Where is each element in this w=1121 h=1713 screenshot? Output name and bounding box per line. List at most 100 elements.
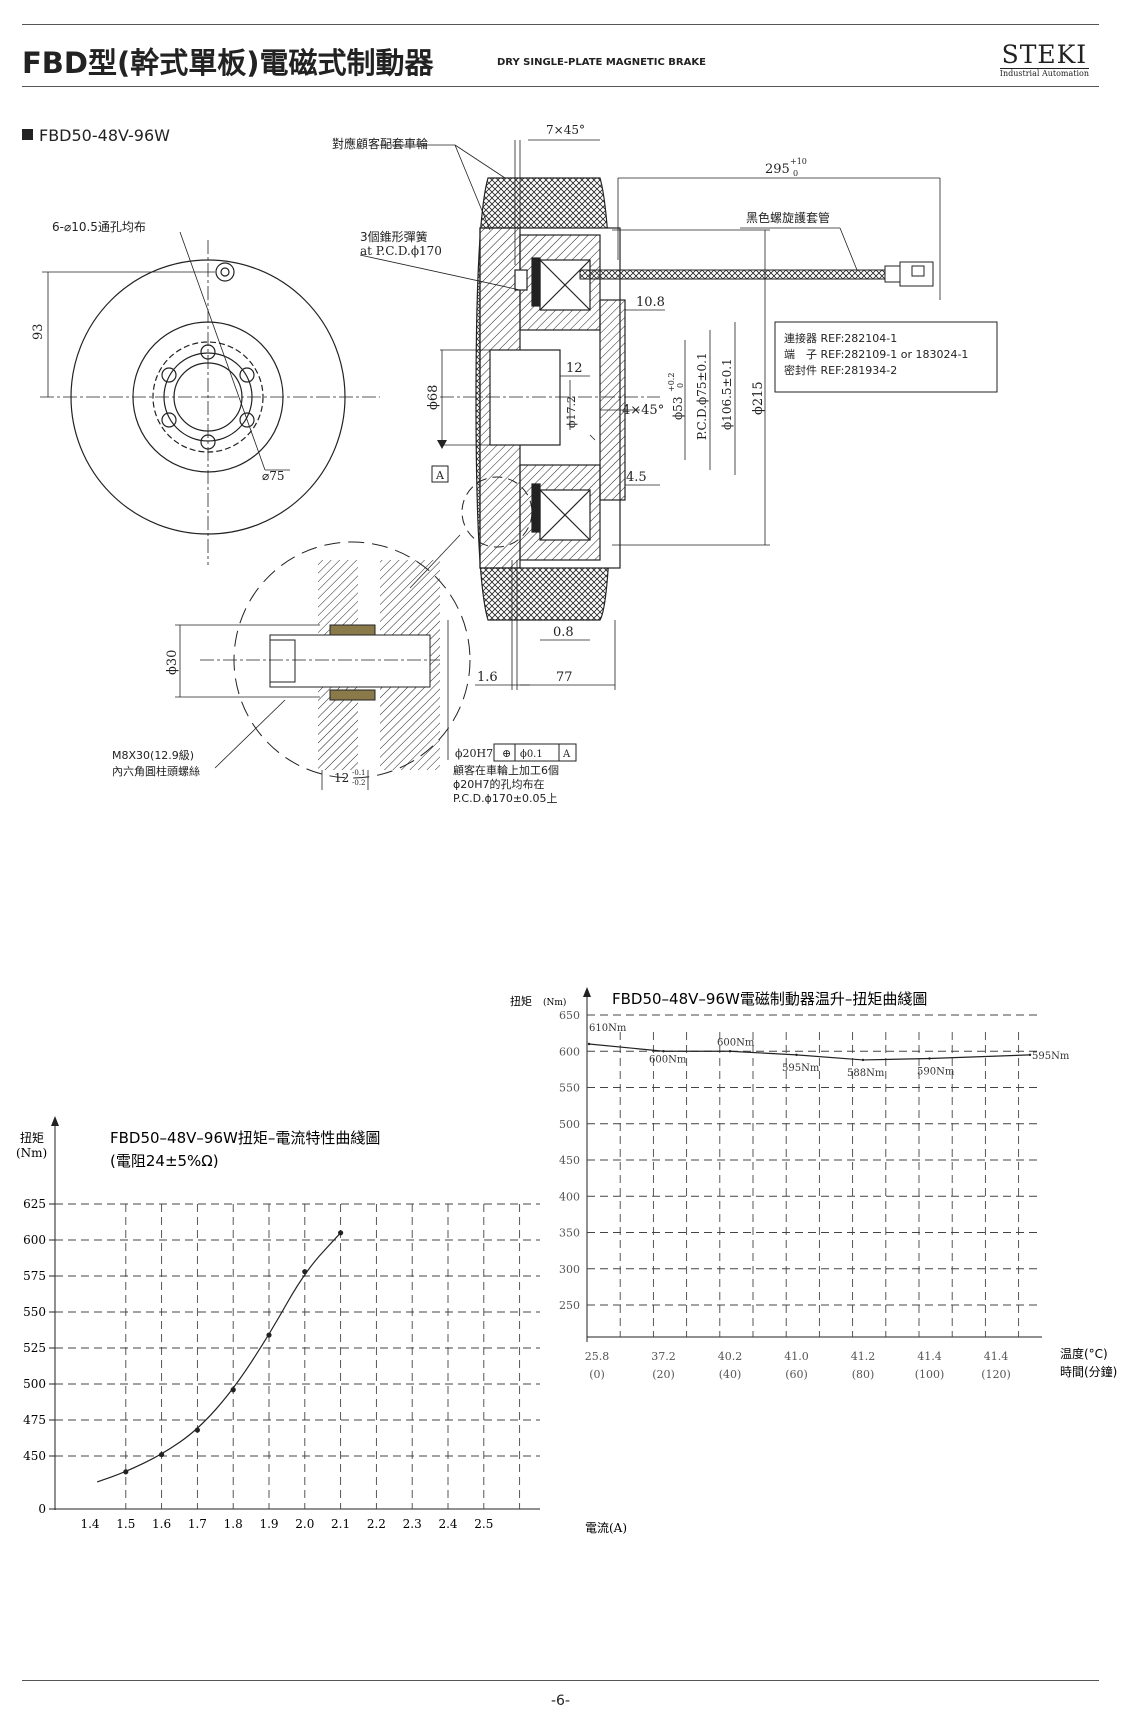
chart1-x-tick-label: 1.5 bbox=[116, 1517, 135, 1531]
chart2-y-tick-label: 300 bbox=[559, 1263, 580, 1276]
chart1-y-tick-label: 500 bbox=[23, 1377, 46, 1391]
tol-datum: A bbox=[562, 749, 571, 760]
tol-value: ϕ0.1 bbox=[520, 749, 543, 760]
chart2-data-label: 595Nm bbox=[1032, 1051, 1070, 1062]
chart1-x-tick-label: 1.6 bbox=[152, 1517, 171, 1531]
front-view bbox=[40, 231, 380, 565]
dim-53: ϕ53 bbox=[671, 397, 685, 420]
chart1-xlabel: 電流(A) bbox=[585, 1521, 627, 1535]
dim-12b: 12 bbox=[334, 771, 349, 785]
connector-line-2: 端 子 REF:282109-1 or 183024-1 bbox=[784, 348, 968, 361]
chart2-x-time-label: (40) bbox=[719, 1368, 742, 1381]
chart2-x-tick-label: 41.4 bbox=[984, 1350, 1009, 1363]
chart1-x-tick-label: 2.0 bbox=[295, 1517, 314, 1531]
dim-pcd75: P.C.D.ϕ75±0.1 bbox=[695, 352, 709, 440]
dimension-lines bbox=[359, 139, 941, 690]
page-title: FBD型(幹式單板)電磁式制動器 bbox=[22, 46, 434, 80]
chart1-y-tick-label: 550 bbox=[23, 1305, 46, 1319]
chart2-xlabel-2: 時間(分鐘) bbox=[1060, 1364, 1117, 1379]
model-name: FBD50-48V-96W bbox=[39, 126, 170, 145]
chart1-x-tick-label: 1.4 bbox=[80, 1517, 99, 1531]
chart2-data-label: 610Nm bbox=[589, 1023, 627, 1034]
chart2-y-tick-label: 400 bbox=[559, 1190, 580, 1203]
chart1-x-tick-label: 1.9 bbox=[259, 1517, 278, 1531]
detail-view bbox=[175, 534, 471, 790]
dim-1-6: 1.6 bbox=[477, 670, 498, 685]
technical-drawing: 對應顧客配套車輪 7×45° 295 +10 0 黑色螺旋護套管 6-⌀10.5… bbox=[31, 123, 998, 805]
chart2-x-tick-label: 41.0 bbox=[784, 1350, 809, 1363]
chart1-x-tick-label: 1.7 bbox=[188, 1517, 207, 1531]
spring-note-1: 3個錐形彈簧 bbox=[360, 229, 428, 244]
chart1-data-point bbox=[159, 1451, 165, 1458]
dim-295-tol: +10 bbox=[790, 157, 807, 166]
brand-logo: STEKI Industrial Automation bbox=[999, 42, 1089, 79]
dim-53-tol: +0.2 bbox=[667, 373, 676, 392]
chart2-y-tick-label: 550 bbox=[559, 1082, 580, 1095]
dim-chamfer: 7×45° bbox=[546, 123, 585, 137]
chart2-data-point bbox=[662, 1050, 665, 1053]
chart1-y-arrow bbox=[51, 1116, 59, 1126]
datum-a: A bbox=[435, 469, 445, 482]
spring-note-2: at P.C.D.ϕ170 bbox=[360, 244, 442, 258]
chart1-subtitle: (電阻24±5%Ω) bbox=[110, 1152, 219, 1170]
dim-12b-tol: -0.1 bbox=[352, 769, 366, 777]
dim-215: ϕ215 bbox=[751, 381, 766, 415]
logo-subtext: Industrial Automation bbox=[999, 68, 1089, 78]
model-label: FBD50-48V-96W bbox=[22, 126, 170, 145]
chart2-data-point bbox=[928, 1057, 931, 1060]
dim-106: ϕ106.5±0.1 bbox=[720, 358, 734, 430]
dim-30: ϕ30 bbox=[165, 650, 180, 675]
chart1-y-tick-label: 525 bbox=[23, 1341, 46, 1355]
page-number: -6- bbox=[550, 1693, 570, 1709]
chart2-yunit: (Nm) bbox=[543, 997, 566, 1008]
chart2-data-label: 600Nm bbox=[717, 1037, 755, 1048]
chart2-x-time-label: (60) bbox=[785, 1368, 808, 1381]
chart2-data-point bbox=[587, 1042, 591, 1046]
chart2-y-tick-label: 350 bbox=[559, 1227, 580, 1240]
chart1-data-point bbox=[302, 1269, 308, 1275]
sleeve-note: 黑色螺旋護套管 bbox=[746, 210, 830, 225]
screw-note-1: M8X30(12.9級) bbox=[112, 749, 194, 762]
chart1-data-point bbox=[194, 1427, 200, 1433]
chart2-y-tick-label: 500 bbox=[559, 1118, 580, 1131]
chart2-x-tick-label: 40.2 bbox=[718, 1350, 743, 1363]
dim-93: 93 bbox=[31, 323, 46, 340]
chart2-series-line bbox=[588, 1043, 1031, 1061]
chart1-data-point bbox=[338, 1230, 344, 1236]
chart2-x-time-label: (100) bbox=[915, 1368, 945, 1381]
dim-0-8: 0.8 bbox=[553, 625, 574, 640]
chart1-x-tick-label: 1.8 bbox=[224, 1517, 243, 1531]
chart2-y-arrow bbox=[583, 987, 591, 997]
chart1-yunit: (Nm) bbox=[16, 1146, 47, 1160]
chart1-data-point bbox=[123, 1469, 129, 1475]
chart2-ylabel: 扭矩 bbox=[510, 994, 532, 1008]
chart2-data-label: 595Nm bbox=[782, 1063, 820, 1074]
chart2-y-tick-label: 600 bbox=[559, 1045, 580, 1058]
bullet-square-icon bbox=[22, 129, 33, 140]
dim-75: ⌀75 bbox=[262, 469, 285, 483]
holes-note: 6-⌀10.5通孔均布 bbox=[52, 220, 146, 234]
chart2-xlabel-1: 温度(°C) bbox=[1060, 1346, 1108, 1361]
chart1-data-point bbox=[266, 1332, 272, 1338]
chart2-x-time-label: (20) bbox=[652, 1368, 675, 1381]
chart2-y-tick-label: 650 bbox=[559, 1009, 580, 1022]
chart1-data-point bbox=[230, 1387, 236, 1393]
chart2-x-tick-label: 41.4 bbox=[917, 1350, 942, 1363]
connector-line-1: 連接器 REF:282104-1 bbox=[784, 331, 897, 345]
chart1-x-tick-label: 2.2 bbox=[367, 1517, 386, 1531]
chart2-title: FBD50–48V–96W電磁制動器温升–扭矩曲綫圖 bbox=[612, 990, 927, 1008]
chart2-x-tick-label: 41.2 bbox=[851, 1350, 876, 1363]
dim-10-8: 10.8 bbox=[636, 295, 665, 310]
dim-295: 295 bbox=[765, 162, 790, 177]
chart2-y-tick-label: 250 bbox=[559, 1299, 580, 1312]
chart2-x-time-label: (120) bbox=[981, 1368, 1011, 1381]
cable-sleeve bbox=[579, 261, 934, 287]
dim-295-tol-low: 0 bbox=[793, 169, 798, 178]
chart1-y-tick-label: 475 bbox=[23, 1413, 46, 1427]
connector-line-3: 密封件 REF:281934-2 bbox=[784, 363, 897, 377]
chart2-x-tick-label: 37.2 bbox=[651, 1350, 676, 1363]
position-icon: ⊕ bbox=[502, 747, 511, 760]
dim-68: ϕ68 bbox=[426, 385, 441, 410]
hole-note-2: ϕ20H7的孔均布在 bbox=[453, 777, 545, 791]
chart2-data-label: 588Nm bbox=[847, 1068, 885, 1079]
